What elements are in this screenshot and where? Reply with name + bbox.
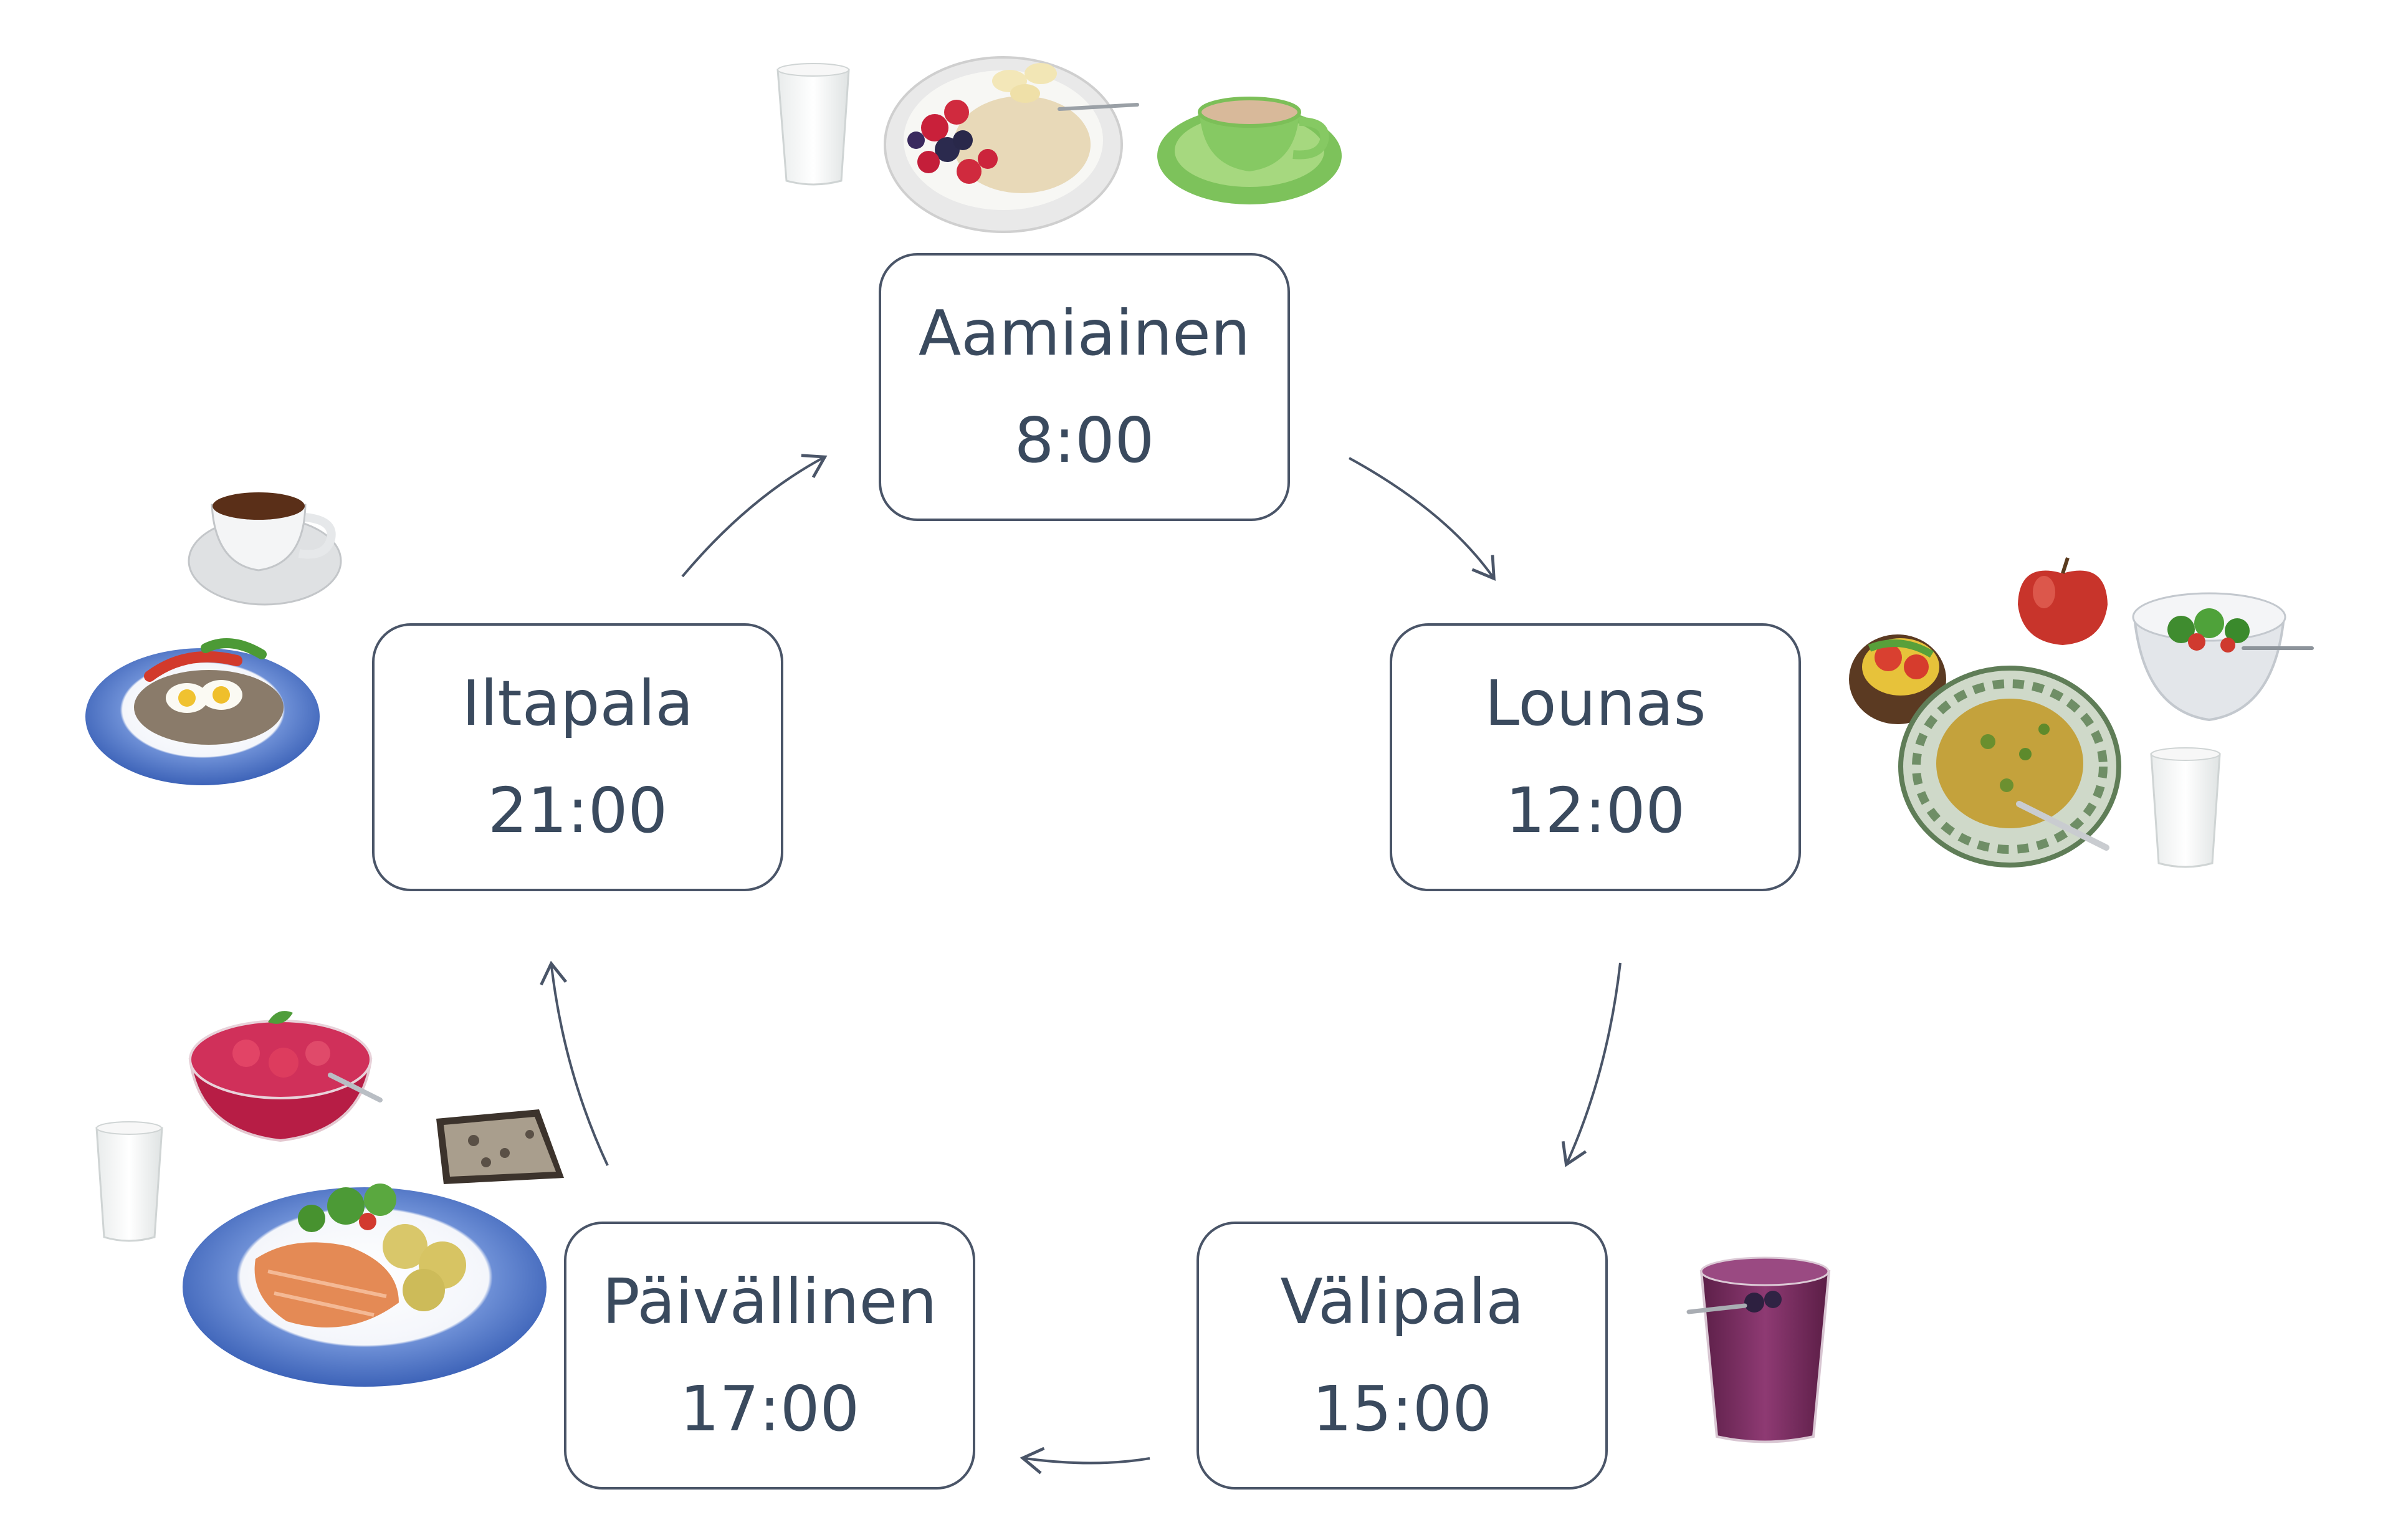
arrow-breakfast-to-lunch [1349,457,1496,581]
milk-glass-icon [95,1121,163,1242]
milk-glass-icon [2150,747,2221,868]
egg-sandwich-plate-icon [85,638,320,785]
meal-box-breakfast: Aamiainen 8:00 [879,253,1290,521]
meal-name: Iltapala [462,667,694,740]
milk-glass-icon [776,63,850,186]
salad-bowl-icon [2132,592,2314,722]
meal-box-evening-snack: Iltapala 21:00 [372,623,783,891]
meal-name: Lounas [1484,667,1706,740]
apple-icon [2018,557,2108,645]
meal-name: Välipala [1280,1265,1524,1338]
meal-box-dinner: Päivällinen 17:00 [564,1222,975,1490]
pea-soup-icon [1898,666,2121,868]
arrow-dinner-to-evening [540,960,609,1166]
meal-time: 17:00 [679,1372,860,1445]
meal-time: 15:00 [1312,1372,1493,1445]
meal-box-snack: Välipala 15:00 [1196,1222,1608,1490]
tea-cup-icon [188,492,342,606]
salmon-plate-icon [183,1184,547,1387]
porridge-with-berries-icon [884,56,1139,233]
berry-smoothie-icon [1686,1256,1831,1443]
meal-time: 12:00 [1505,774,1686,847]
meal-time: 21:00 [487,774,668,847]
arrow-snack-to-dinner [1020,1447,1150,1475]
berry-pudding-icon [188,1011,383,1142]
coffee-cup-icon [1157,97,1342,204]
open-sandwich-icon [1849,634,1946,724]
meal-time: 8:00 [1014,404,1155,477]
arrow-lunch-to-snack [1561,962,1622,1167]
meal-box-lunch: Lounas 12:00 [1390,623,1801,891]
meal-name: Aamiainen [918,297,1251,370]
meal-name: Päivällinen [602,1265,937,1338]
arrow-evening-to-breakfast [681,454,828,578]
rye-bread-icon [436,1109,564,1184]
